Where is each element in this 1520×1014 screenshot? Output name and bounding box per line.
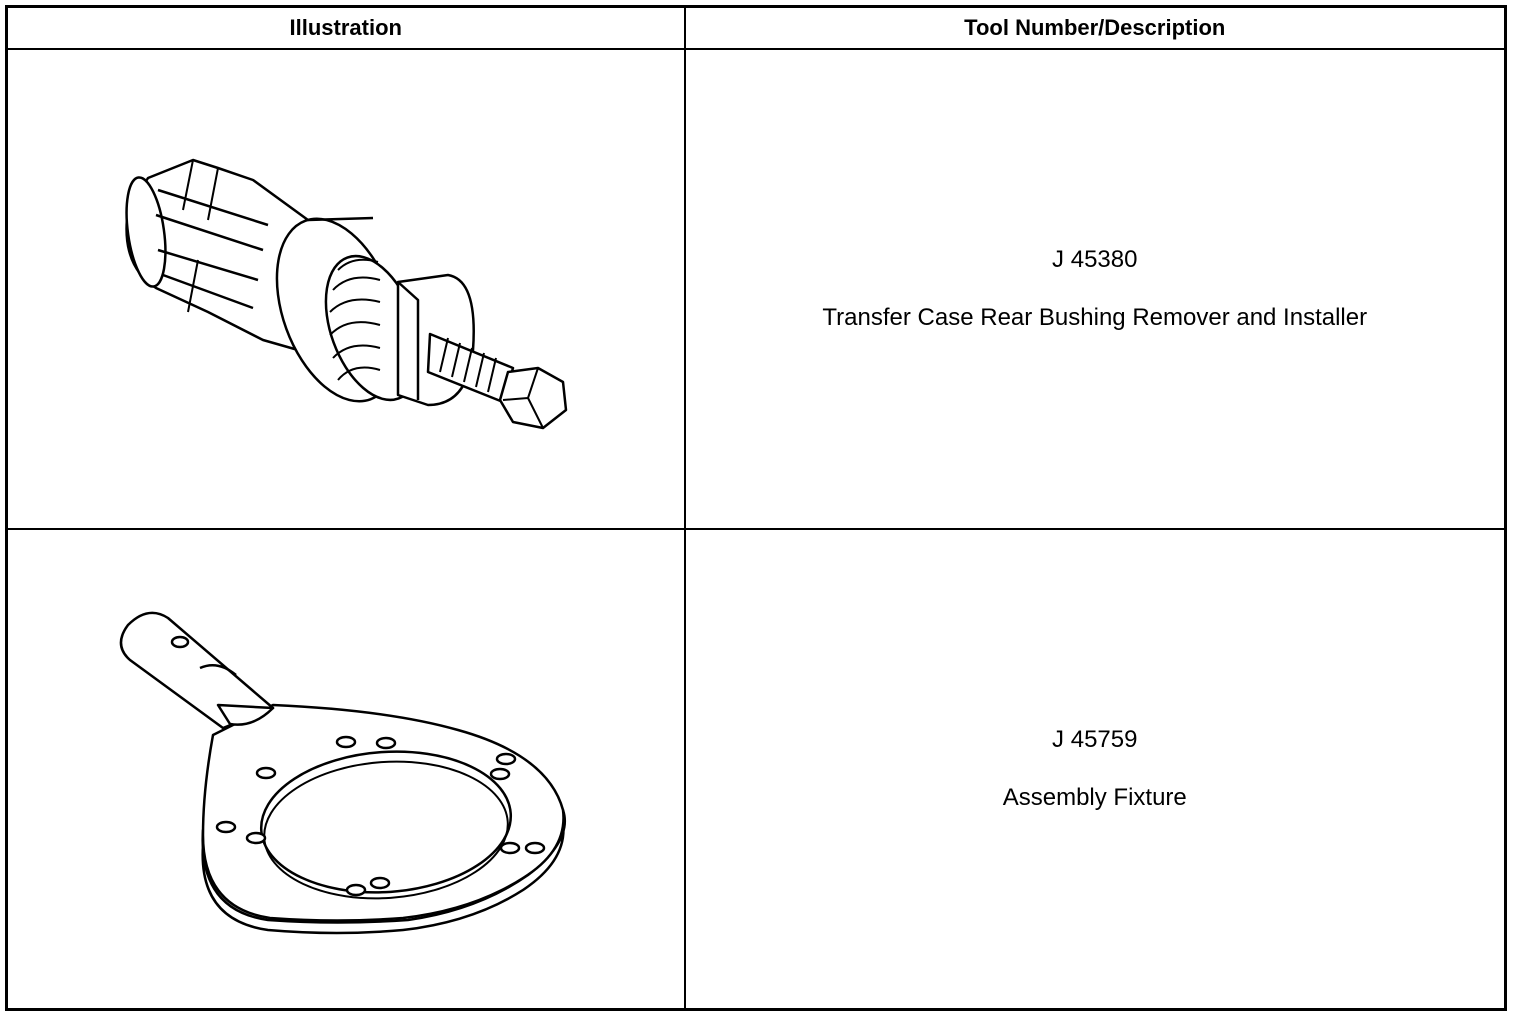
special-tools-table: Illustration Tool Number/Description bbox=[5, 5, 1507, 1011]
description-cell: J 45380 Transfer Case Rear Bushing Remov… bbox=[683, 48, 1507, 530]
tool-number: J 45759 bbox=[1052, 726, 1138, 753]
tool-description: Assembly Fixture bbox=[1002, 784, 1187, 811]
tool-number: J 45380 bbox=[1052, 246, 1138, 273]
header-row: Illustration Tool Number/Description bbox=[5, 5, 1507, 50]
assembly-fixture-icon bbox=[119, 611, 567, 935]
header-tool-description: Tool Number/Description bbox=[683, 5, 1507, 50]
illustration-cell bbox=[5, 48, 686, 530]
bushing-remover-installer-icon bbox=[125, 158, 568, 430]
table-row: J 45759 Assembly Fixture bbox=[5, 528, 1507, 1011]
illustration-cell bbox=[5, 528, 686, 1011]
tool-description: Transfer Case Rear Bushing Remover and I… bbox=[822, 304, 1368, 331]
header-illustration: Illustration bbox=[5, 5, 686, 50]
table-row: J 45380 Transfer Case Rear Bushing Remov… bbox=[5, 48, 1507, 530]
description-cell: J 45759 Assembly Fixture bbox=[683, 528, 1507, 1011]
